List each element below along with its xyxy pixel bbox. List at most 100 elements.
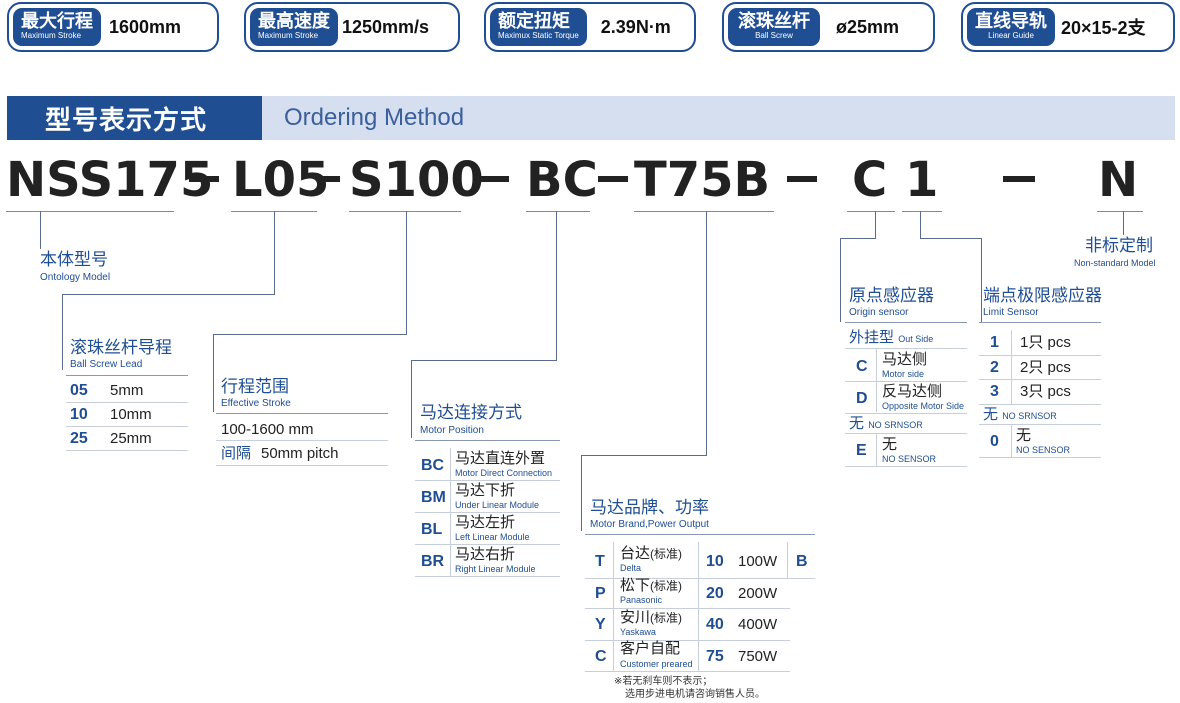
stroke-range: 100-1600 mm: [221, 421, 314, 438]
divider: [66, 375, 188, 376]
connector: [411, 360, 412, 438]
divider: [979, 457, 1101, 458]
spec-value: ø25mm: [836, 16, 900, 37]
motor-position-heading: 马达连接方式: [420, 403, 522, 423]
motor-position-code: BR: [421, 553, 445, 570]
connector: [920, 238, 982, 239]
connector: [62, 294, 275, 295]
origin-heading: 原点感应器: [849, 286, 934, 306]
divider: [845, 433, 967, 434]
ontology-heading: 本体型号: [40, 250, 108, 270]
motor-position-cn: 马达左折: [455, 514, 516, 531]
divider: [1011, 330, 1012, 404]
lead-code: 05: [70, 382, 88, 399]
stepper-note: 选用步进电机请咨询销售人员。: [625, 689, 765, 700]
connector: [556, 211, 557, 361]
divider: [845, 348, 967, 349]
lead-value: 10mm: [110, 406, 152, 423]
connector: [274, 211, 275, 294]
power-code: 75: [706, 648, 724, 665]
connector: [40, 211, 41, 249]
section-title: 型号表示方式: [7, 96, 262, 140]
divider: [66, 450, 188, 451]
divider: [979, 424, 1101, 425]
section-subtitle: Ordering Method: [262, 96, 1175, 140]
motor-brand-en: Yaskawa: [620, 627, 656, 637]
limit-count: 1只 pcs: [1020, 334, 1071, 351]
motor-brand-cn: 台达(标准): [620, 545, 683, 562]
divider: [845, 381, 967, 382]
code-limit-sensor: 1: [905, 152, 939, 208]
motor-position-en: Left Linear Module: [455, 532, 530, 542]
nonstandard-heading: 非标定制: [1085, 236, 1153, 256]
divider: [66, 426, 188, 427]
connector: [406, 211, 407, 335]
spec-value: 2.39N·m: [600, 16, 671, 37]
origin-cn: 无: [882, 436, 898, 453]
motor-brand-code: P: [595, 585, 606, 602]
motor-brand-cn: 安川(标准): [620, 609, 683, 626]
motor-position-cn: 马达下折: [455, 482, 516, 499]
divider: [585, 608, 790, 609]
connector: [840, 238, 841, 322]
limit-none-cn: 无: [1016, 427, 1032, 444]
stroke-pitch: 50mm pitch: [261, 445, 339, 462]
ontology-subheading: Ontology Model: [40, 272, 111, 283]
code-motor-position: BC: [526, 152, 598, 208]
divider: [216, 440, 388, 441]
power-value: 400W: [738, 616, 778, 633]
code-dash: [318, 176, 340, 182]
divider: [613, 542, 614, 672]
divider: [979, 379, 1101, 380]
divider: [585, 640, 790, 641]
code-underline: [847, 211, 895, 212]
motor-position-code: BL: [421, 521, 443, 538]
motor-brand-en: Customer preared: [620, 659, 693, 669]
connector: [706, 211, 707, 456]
lead-code: 10: [70, 406, 88, 423]
motor-brand-code: T: [595, 553, 605, 570]
power-code: 10: [706, 553, 724, 570]
code-underline: [634, 211, 774, 212]
motor-brand-cn: 松下(标准): [620, 577, 683, 594]
lead-heading: 滚珠丝杆导程: [70, 338, 172, 358]
code-origin-sensor: C: [852, 152, 888, 208]
origin-en: Motor side: [882, 369, 925, 379]
divider: [415, 440, 560, 441]
motor-position-subheading: Motor Position: [420, 425, 484, 436]
divider: [787, 542, 788, 578]
limit-heading: 端点极限感应器: [983, 286, 1102, 306]
divider: [845, 322, 967, 323]
divider: [876, 433, 877, 466]
motor-brand-en: Panasonic: [620, 595, 663, 605]
divider: [415, 576, 560, 577]
origin-none-label: 无 NO SRNSOR: [849, 415, 923, 432]
divider: [979, 355, 1101, 356]
code-body-model: NSS175: [6, 152, 214, 208]
divider: [415, 512, 560, 513]
lead-value: 5mm: [110, 382, 144, 399]
code-underline: [349, 211, 461, 212]
code-dash: [476, 176, 509, 182]
divider: [979, 322, 1101, 323]
divider: [415, 480, 560, 481]
divider: [585, 671, 790, 672]
motor-position-cn: 马达右折: [455, 546, 516, 563]
spec-value: 20×15-2支: [1061, 18, 1146, 38]
code-dash: [1003, 176, 1035, 182]
limit-code: 2: [990, 359, 999, 376]
motor-brand-en: Delta: [620, 563, 642, 573]
motor-brand-heading: 马达品牌、功率: [590, 498, 709, 518]
code-underline: [1097, 211, 1143, 212]
connector: [981, 238, 982, 322]
divider: [585, 534, 815, 535]
motor-brand-cn: 客户自配: [620, 640, 681, 657]
code-dash: [189, 176, 219, 182]
lead-value: 25mm: [110, 430, 152, 447]
connector: [920, 211, 921, 239]
lead-code: 25: [70, 430, 88, 447]
